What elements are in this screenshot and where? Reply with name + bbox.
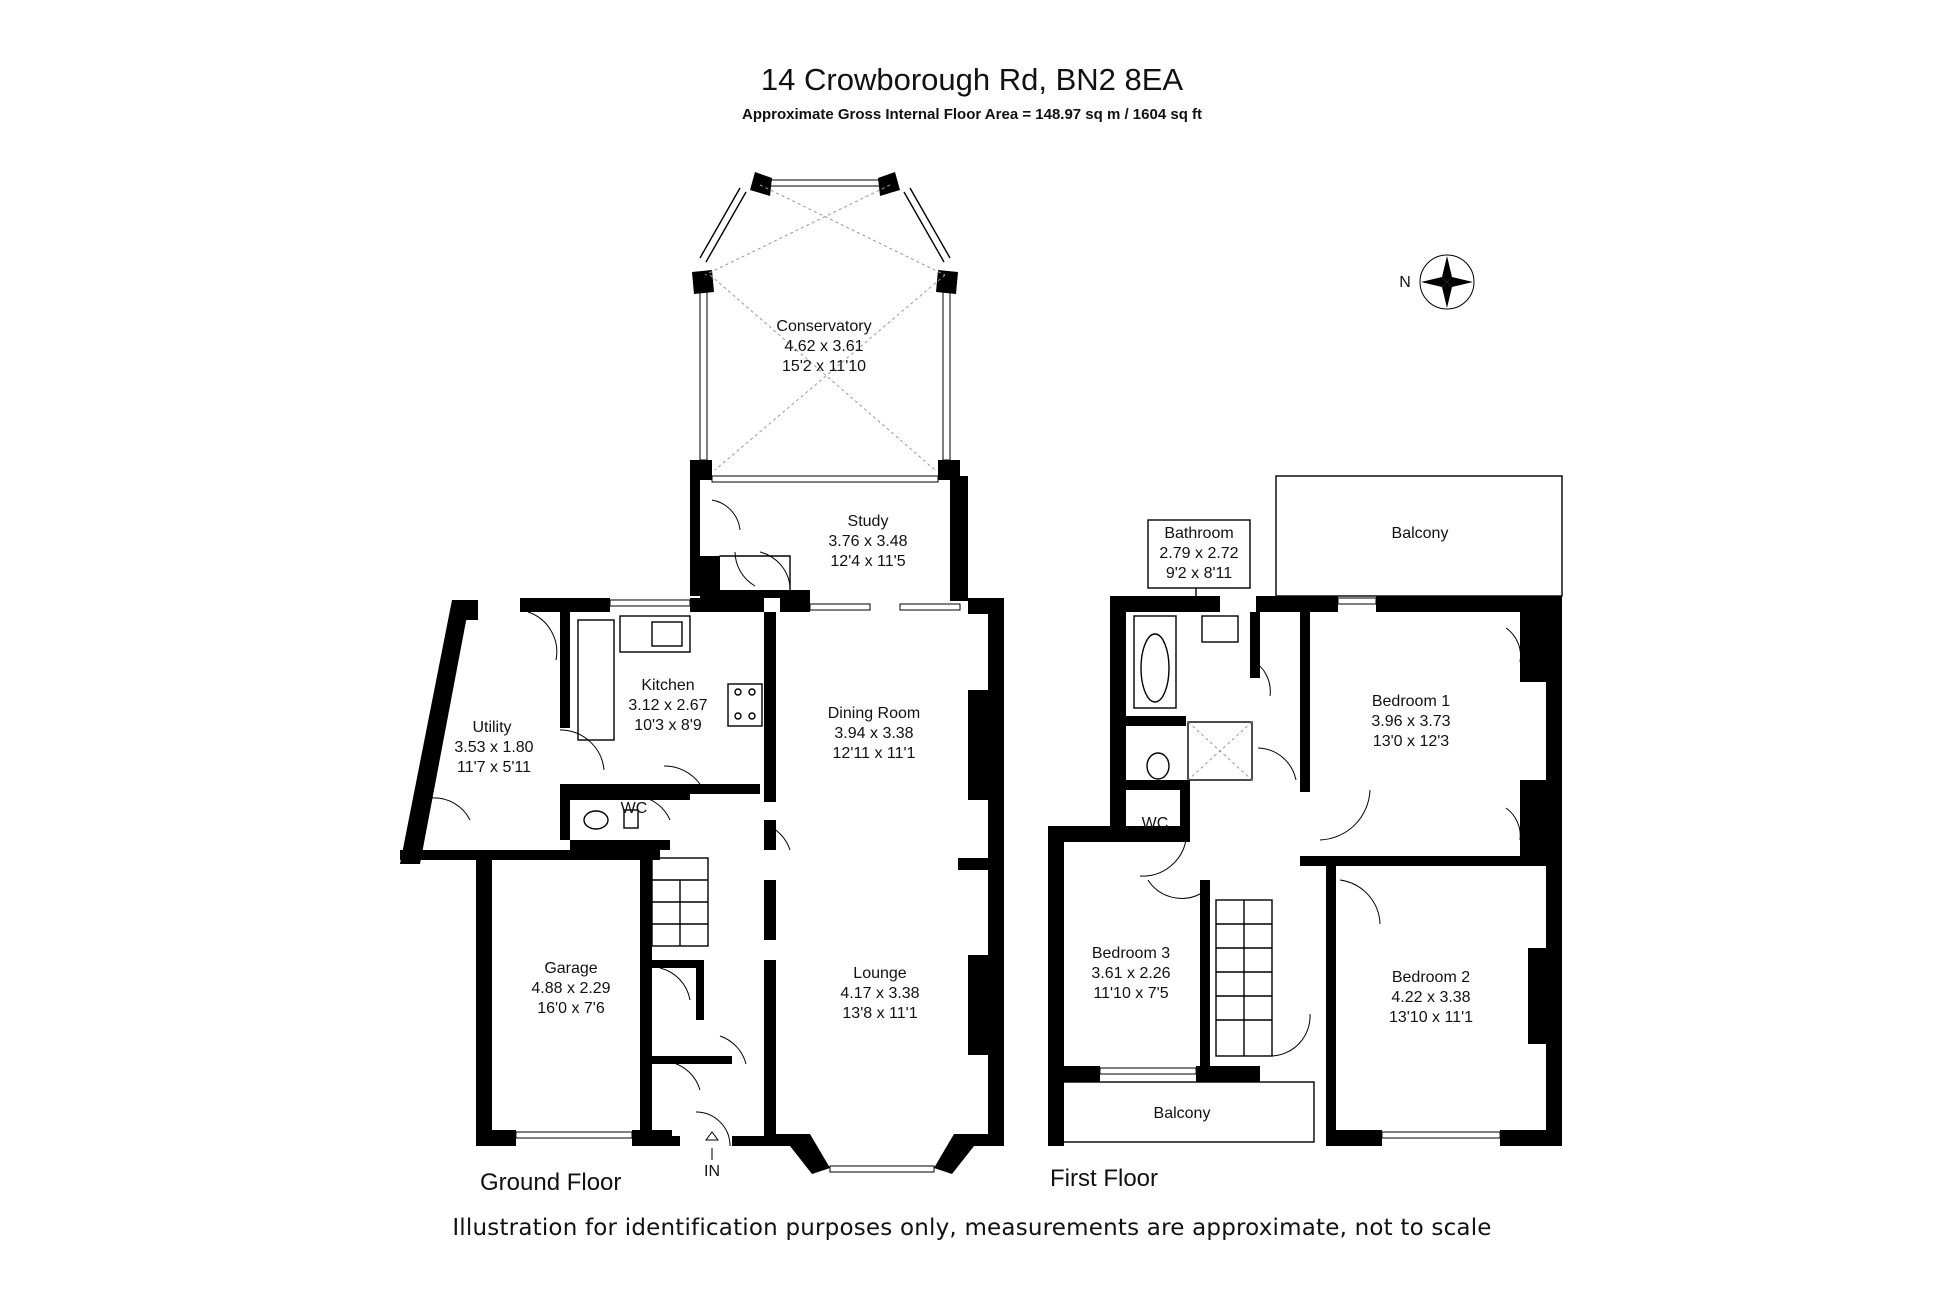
bedroom2-name: Bedroom 2 — [1392, 969, 1470, 986]
lounge-imperial: 13'8 x 11'1 — [842, 1005, 917, 1022]
bedroom1-name: Bedroom 1 — [1372, 693, 1450, 710]
study-walls — [690, 476, 968, 612]
kitchen-name: Kitchen — [641, 677, 694, 694]
compass-icon — [1419, 254, 1475, 310]
lounge-metric: 4.17 x 3.38 — [840, 985, 919, 1002]
dining-name: Dining Room — [828, 705, 920, 722]
conservatory-imperial: 15'2 x 11'10 — [782, 358, 866, 375]
kitchen-metric: 3.12 x 2.67 — [628, 697, 707, 714]
bathroom-imperial: 9'2 x 8'11 — [1166, 565, 1232, 582]
kitchen-imperial: 10'3 x 8'9 — [634, 717, 702, 734]
study-imperial: 12'4 x 11'5 — [830, 553, 905, 570]
bedroom1-imperial: 13'0 x 12'3 — [1373, 733, 1449, 750]
entrance-arrow-icon — [705, 1131, 719, 1160]
bedroom3-metric: 3.61 x 2.26 — [1091, 965, 1170, 982]
garage-name: Garage — [544, 960, 597, 977]
ground-floor-walls — [400, 598, 1004, 1174]
ground-floor-label: Ground Floor — [480, 1169, 621, 1196]
entrance-label: IN — [704, 1163, 720, 1180]
bathroom-metric: 2.79 x 2.72 — [1159, 545, 1238, 562]
balcony-bottom-name: Balcony — [1154, 1105, 1211, 1122]
garage-imperial: 16'0 x 7'6 — [537, 1000, 605, 1017]
bedroom2-imperial: 13'10 x 11'1 — [1389, 1009, 1473, 1026]
study-metric: 3.76 x 3.48 — [828, 533, 907, 550]
first-floor-label: First Floor — [1050, 1165, 1158, 1192]
conservatory-metric: 4.62 x 3.61 — [784, 338, 863, 355]
garage-metric: 4.88 x 2.29 — [531, 980, 610, 997]
utility-name: Utility — [472, 719, 511, 736]
conservatory-name: Conservatory — [776, 318, 871, 335]
ground-floor-plan — [400, 172, 1004, 1174]
study-name: Study — [848, 513, 889, 530]
utility-imperial: 11'7 x 5'11 — [457, 759, 531, 776]
disclaimer-text: Illustration for identification purposes… — [452, 1215, 1492, 1241]
utility-metric: 3.53 x 1.80 — [454, 739, 533, 756]
dining-metric: 3.94 x 3.38 — [834, 725, 913, 742]
ground-wc-name: WC — [621, 800, 648, 817]
lounge-name: Lounge — [853, 965, 906, 982]
bedroom2-metric: 4.22 x 3.38 — [1391, 989, 1470, 1006]
dining-imperial: 12'11 x 11'1 — [833, 745, 916, 762]
first-floor-plan — [1048, 475, 1563, 1146]
bedroom3-name: Bedroom 3 — [1092, 945, 1170, 962]
bedroom3-imperial: 11'10 x 7'5 — [1093, 985, 1168, 1002]
first-wc-name: WC — [1142, 815, 1169, 832]
conservatory-structure — [690, 172, 960, 483]
bedroom1-metric: 3.96 x 3.73 — [1371, 713, 1450, 730]
balcony-top-name: Balcony — [1392, 525, 1449, 542]
floor-area-subtitle: Approximate Gross Internal Floor Area = … — [741, 106, 1203, 123]
compass-north-label: N — [1399, 274, 1411, 291]
plan-title: 14 Crowborough Rd, BN2 8EA — [760, 62, 1184, 97]
bathroom-name: Bathroom — [1164, 525, 1233, 542]
